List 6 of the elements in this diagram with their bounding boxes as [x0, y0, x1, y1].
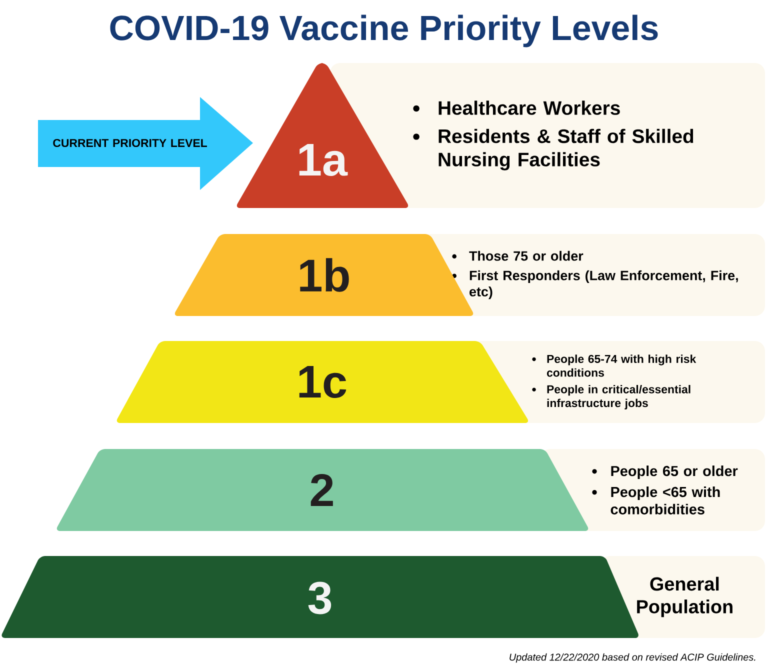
- caption: Updated 12/22/2020 based on revised ACIP Guidelines.: [510, 653, 756, 663]
- title: COVID-19 Vaccine Priority Levels: [110, 14, 658, 48]
- pyramid-tier: 1c: [116, 341, 528, 423]
- pyramid-tier: 1a: [236, 63, 408, 208]
- pyramid-tier: 2: [56, 449, 588, 531]
- pyramid-tier: 3: [2, 556, 638, 638]
